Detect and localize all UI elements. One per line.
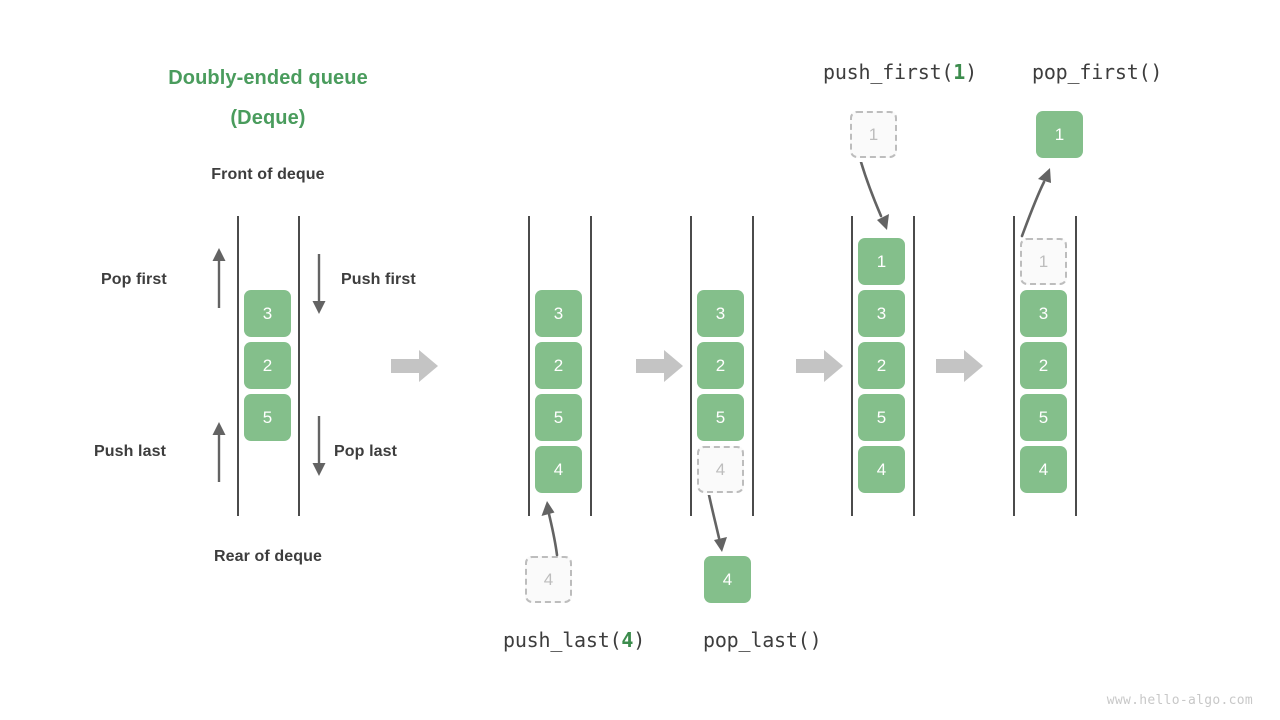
pop-last-arrow (312, 416, 326, 476)
caption-push-last-arg: 4 (621, 628, 634, 652)
push-last-arrow (212, 422, 226, 482)
deque-item: 3 (244, 290, 291, 337)
deque-item: 3 (535, 290, 582, 337)
deque-rail-left-p1 (237, 216, 239, 516)
deque-item: 2 (244, 342, 291, 389)
deque-item: 2 (697, 342, 744, 389)
push-first-motion-arrow (859, 162, 889, 230)
deque-item: 5 (858, 394, 905, 441)
page-title: Doubly-ended queue (Deque) (118, 58, 418, 138)
deque-item: 5 (535, 394, 582, 441)
deque-rail-left-p2 (528, 216, 530, 516)
deque-item: 5 (244, 394, 291, 441)
deque-item: 5 (1020, 394, 1067, 441)
pop-last-label: Pop last (334, 443, 398, 460)
incoming-ghost-item: 1 (850, 111, 897, 158)
deque-rail-left-p4 (851, 216, 853, 516)
deque-item: 2 (535, 342, 582, 389)
deque-rail-right-p4 (913, 216, 915, 516)
caption-pop-last: pop_last() (703, 628, 822, 652)
push-last-motion-arrow (541, 501, 559, 557)
deque-rail-right-p1 (298, 216, 300, 516)
caption-push-last-post: ) (633, 628, 646, 652)
deque-item: 3 (697, 290, 744, 337)
deque-item: 2 (1020, 342, 1067, 389)
deque-item: 4 (1020, 446, 1067, 493)
deque-item: 5 (697, 394, 744, 441)
deque-rail-right-p3 (752, 216, 754, 516)
removed-ghost-item: 4 (697, 446, 744, 493)
removed-ghost-item: 1 (1020, 238, 1067, 285)
rear-of-deque-label: Rear of deque (214, 548, 322, 565)
deque-rail-right-p2 (590, 216, 592, 516)
pop-first-arrow (212, 248, 226, 308)
push-first-label: Push first (341, 271, 416, 288)
deque-item: 4 (858, 446, 905, 493)
caption-push-first-pre: push_first( (823, 60, 954, 84)
title-line-1: Doubly-ended queue (168, 67, 368, 89)
caption-push-first-arg: 1 (953, 60, 966, 84)
caption-push-first-post: ) (965, 60, 977, 84)
deque-item: 3 (858, 290, 905, 337)
transition-arrow (636, 350, 683, 382)
incoming-ghost-item: 4 (525, 556, 572, 603)
deque-rail-left-p5 (1013, 216, 1015, 516)
caption-push-last: push_last(4) (503, 628, 645, 652)
title-line-2: (Deque) (230, 107, 306, 129)
caption-pop-first: pop_first() (1032, 60, 1163, 84)
deque-item: 1 (858, 238, 905, 285)
popped-item: 1 (1036, 111, 1083, 158)
transition-arrow (936, 350, 983, 382)
transition-arrow (796, 350, 843, 382)
pop-first-motion-arrow (1020, 168, 1051, 238)
caption-push-last-pre: push_last( (503, 628, 622, 652)
deque-rail-left-p3 (690, 216, 692, 516)
popped-item: 4 (704, 556, 751, 603)
deque-item: 3 (1020, 290, 1067, 337)
push-last-label: Push last (94, 443, 167, 460)
pop-first-label: Pop first (101, 271, 167, 288)
transition-arrow (391, 350, 438, 382)
caption-push-first: push_first(1) (823, 60, 977, 84)
watermark: www.hello-algo.com (1106, 693, 1253, 708)
deque-item: 2 (858, 342, 905, 389)
deque-rail-right-p5 (1075, 216, 1077, 516)
deque-item: 4 (535, 446, 582, 493)
front-of-deque-label: Front of deque (211, 166, 325, 183)
pop-last-motion-arrow (707, 495, 727, 552)
push-first-arrow (312, 254, 326, 314)
